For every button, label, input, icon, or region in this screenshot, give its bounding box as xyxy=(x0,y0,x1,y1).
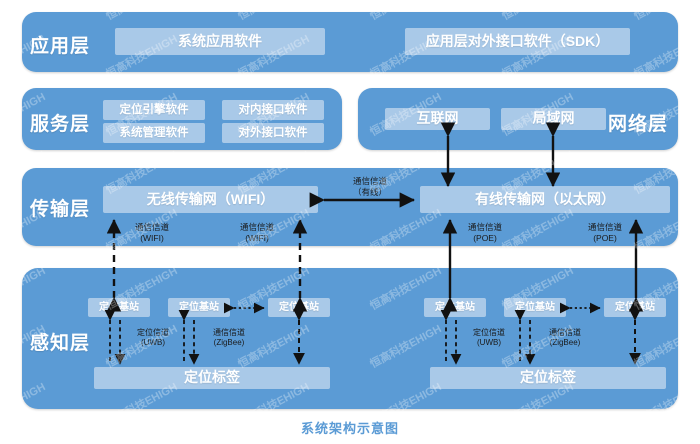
label-channel-poe-left-line2: (POE) xyxy=(473,232,497,243)
watermark-text: 恒高科技EHIGH xyxy=(367,436,444,444)
tag-box-wifi-group[interactable]: 定位标签 xyxy=(94,367,330,389)
label-channel-wired: 通信信道 （有线） xyxy=(340,176,400,197)
label-channel-poe-right-line1: 通信信道 xyxy=(587,222,622,232)
diagram-caption: 系统架构示意图 xyxy=(300,421,399,436)
label-channel-poe-right-line2: (POE) xyxy=(593,232,617,243)
label-channel-uwb-right-line1: 定位信道 xyxy=(473,328,505,337)
box-wired-transport-network-ethernet[interactable]: 有线传输网（以太网） xyxy=(420,186,670,213)
station-wifi-1[interactable]: 定位基站 xyxy=(88,298,150,317)
layer-title-service: 服务层 xyxy=(30,114,91,135)
label-channel-poe-left-line1: 通信信道 xyxy=(467,222,502,232)
box-internal-interface-software[interactable]: 对内接口软件 xyxy=(222,100,324,120)
station-poe-2[interactable]: 定位基站 xyxy=(504,298,566,317)
box-positioning-engine-software[interactable]: 定位引擎软件 xyxy=(103,100,205,120)
label-channel-uwb-right: 定位信道 (UWB) xyxy=(463,328,515,348)
label-channel-zigbee-left: 通信信道 (ZigBee) xyxy=(200,328,258,348)
label-channel-wifi-right-line2: (WIFI) xyxy=(245,232,269,243)
label-channel-poe-right: 通信信道 (POE) xyxy=(578,222,632,243)
label-channel-zigbee-right-line2: (ZigBee) xyxy=(549,338,581,347)
label-channel-wifi-left-line2: (WIFI) xyxy=(140,232,164,243)
label-channel-uwb-left-line1: 定位信道 xyxy=(137,328,169,337)
label-channel-uwb-left: 定位信道 (UWB) xyxy=(127,328,179,348)
watermark-text: 恒高科技EHIGH xyxy=(499,436,576,444)
box-internet[interactable]: 互联网 xyxy=(385,108,490,130)
label-channel-zigbee-left-line1: 通信信道 xyxy=(213,328,245,337)
station-poe-3[interactable]: 定位基站 xyxy=(604,298,666,317)
box-lan[interactable]: 局域网 xyxy=(501,108,606,130)
station-poe-1[interactable]: 定位基站 xyxy=(424,298,486,317)
box-external-interface-software[interactable]: 对外接口软件 xyxy=(222,123,324,143)
box-wireless-transport-network-wifi[interactable]: 无线传输网（WIFI） xyxy=(103,186,318,213)
layer-title-network: 网络层 xyxy=(608,114,669,135)
box-application-sdk[interactable]: 应用层对外接口软件（SDK） xyxy=(405,28,630,55)
station-wifi-2[interactable]: 定位基站 xyxy=(168,298,230,317)
tag-box-poe-group[interactable]: 定位标签 xyxy=(430,367,666,389)
label-channel-wired-line1: 通信信道 xyxy=(352,176,387,186)
layer-title-perception: 感知层 xyxy=(30,333,91,354)
layer-title-transport: 传输层 xyxy=(30,199,91,220)
label-channel-zigbee-left-line2: (ZigBee) xyxy=(213,338,245,347)
watermark-text: 恒高科技EHIGH xyxy=(631,436,700,444)
station-wifi-3[interactable]: 定位基站 xyxy=(268,298,330,317)
label-channel-zigbee-right: 通信信道 (ZigBee) xyxy=(536,328,594,348)
layer-title-application: 应用层 xyxy=(30,36,91,57)
label-channel-wired-line2: （有线） xyxy=(352,186,387,197)
label-channel-poe-left: 通信信道 (POE) xyxy=(458,222,512,243)
label-channel-wifi-right: 通信信道 (WIFI) xyxy=(230,222,284,243)
label-channel-zigbee-right-line1: 通信信道 xyxy=(549,328,581,337)
watermark-text: 恒高科技EHIGH xyxy=(0,436,48,444)
label-channel-wifi-left-line1: 通信信道 xyxy=(134,222,169,232)
box-system-management-software[interactable]: 系统管理软件 xyxy=(103,123,205,143)
watermark-text: 恒高科技EHIGH xyxy=(235,436,312,444)
label-channel-wifi-right-line1: 通信信道 xyxy=(239,222,274,232)
label-channel-wifi-left: 通信信道 (WIFI) xyxy=(125,222,179,243)
watermark-text: 恒高科技EHIGH xyxy=(103,436,180,444)
box-system-application-software[interactable]: 系统应用软件 xyxy=(115,28,325,55)
label-channel-uwb-left-line2: (UWB) xyxy=(141,338,165,347)
label-channel-uwb-right-line2: (UWB) xyxy=(477,338,501,347)
